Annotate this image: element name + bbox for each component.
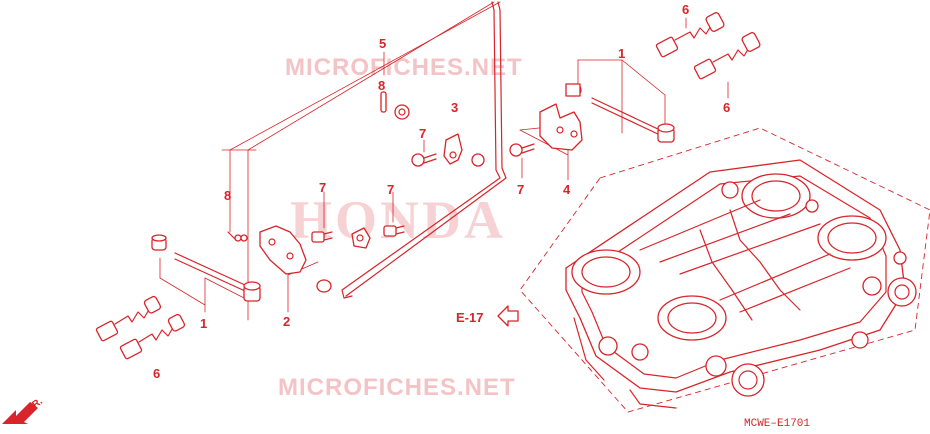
part-5-washer: [394, 104, 410, 120]
part-7-screw-b: [311, 231, 333, 243]
throttle-body-assembly: [565, 159, 917, 409]
callout-1-upper: 1: [618, 46, 625, 61]
callout-4: 4: [563, 182, 571, 197]
part-3-link: [443, 133, 485, 167]
part-6-screw-upper-b: [693, 32, 761, 80]
callout-3: 3: [451, 100, 458, 115]
reference-e17: E-17: [456, 305, 519, 327]
callout-1-lower: 1: [200, 316, 207, 331]
callout-7-a: 7: [419, 126, 426, 141]
part-8-pin-upper: [380, 91, 387, 113]
part-6-screw-upper-a: [655, 12, 725, 58]
callout-6-top: 6: [682, 2, 689, 17]
callout-2: 2: [283, 314, 290, 329]
watermark-bottom: MICROFICHES.NET: [278, 374, 516, 401]
part-4-bracket: [539, 103, 583, 151]
connecting-rod: [341, 1, 507, 299]
callout-5: 5: [379, 36, 386, 51]
part-6-screw-lower-a: [95, 295, 162, 342]
part-6-screw-lower-b: [119, 313, 186, 360]
callout-8-lower: 8: [224, 188, 231, 203]
diagram-code: MCWE–E1701: [744, 418, 810, 430]
callout-7-b: 7: [319, 180, 326, 195]
callout-7-d: 7: [517, 182, 524, 197]
callout-7-c: 7: [387, 182, 394, 197]
front-marker: FR.: [2, 396, 45, 424]
part-7-screw-d: [509, 143, 535, 157]
callout-6-right: 6: [723, 100, 730, 115]
callout-6-lower: 6: [153, 366, 160, 381]
callout-8-upper: 8: [378, 78, 385, 93]
part-1-shaft-upper: [565, 83, 675, 143]
part-7-screw-c: [383, 225, 405, 237]
part-1-shaft-lower: [151, 234, 261, 302]
part-7-screw-a: [411, 153, 437, 167]
front-arrow-icon: [2, 402, 38, 424]
part-2-bracket: [259, 225, 371, 293]
part-8-pin-lower: [227, 231, 248, 242]
watermark-top: MICROFICHES.NET: [285, 54, 523, 81]
reference-arrow-icon: [497, 305, 519, 327]
reference-e17-label: E-17: [456, 310, 483, 325]
